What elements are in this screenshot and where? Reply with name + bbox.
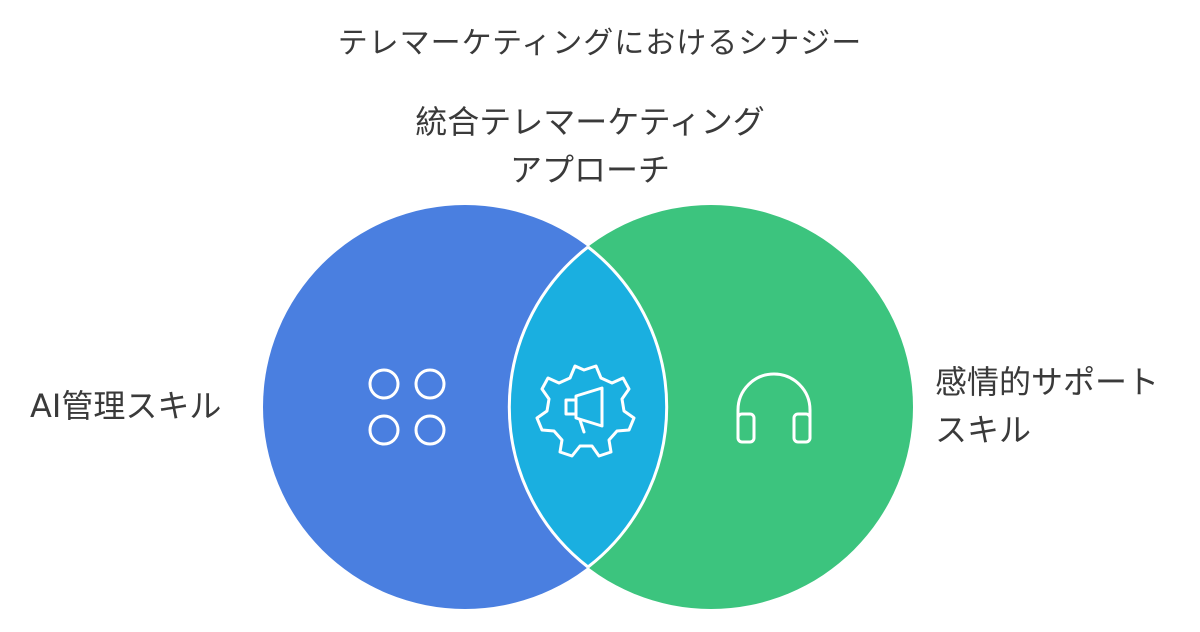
intersection-outline-left [507,245,589,569]
right-set-label: 感情的サポート スキル [935,358,1185,454]
left-set-label: AI管理スキル [30,387,222,425]
right-set-label-line-1: 感情的サポート [935,363,1160,401]
right-set-label-line-2: スキル [935,411,1032,449]
intersection-label: 統合テレマーケティング アプローチ [300,98,880,194]
intersection-label-line-1: 統合テレマーケティング [415,103,765,141]
intersection-region [509,205,667,609]
megaphone-gear-icon [535,364,636,458]
diagram-title: テレマーケティングにおけるシナジー [337,26,863,61]
grid-circles-icon [368,368,446,446]
intersection-outline-right [587,245,669,569]
intersection-label-line-2: アプローチ [509,151,670,189]
headphones-icon [736,372,812,444]
